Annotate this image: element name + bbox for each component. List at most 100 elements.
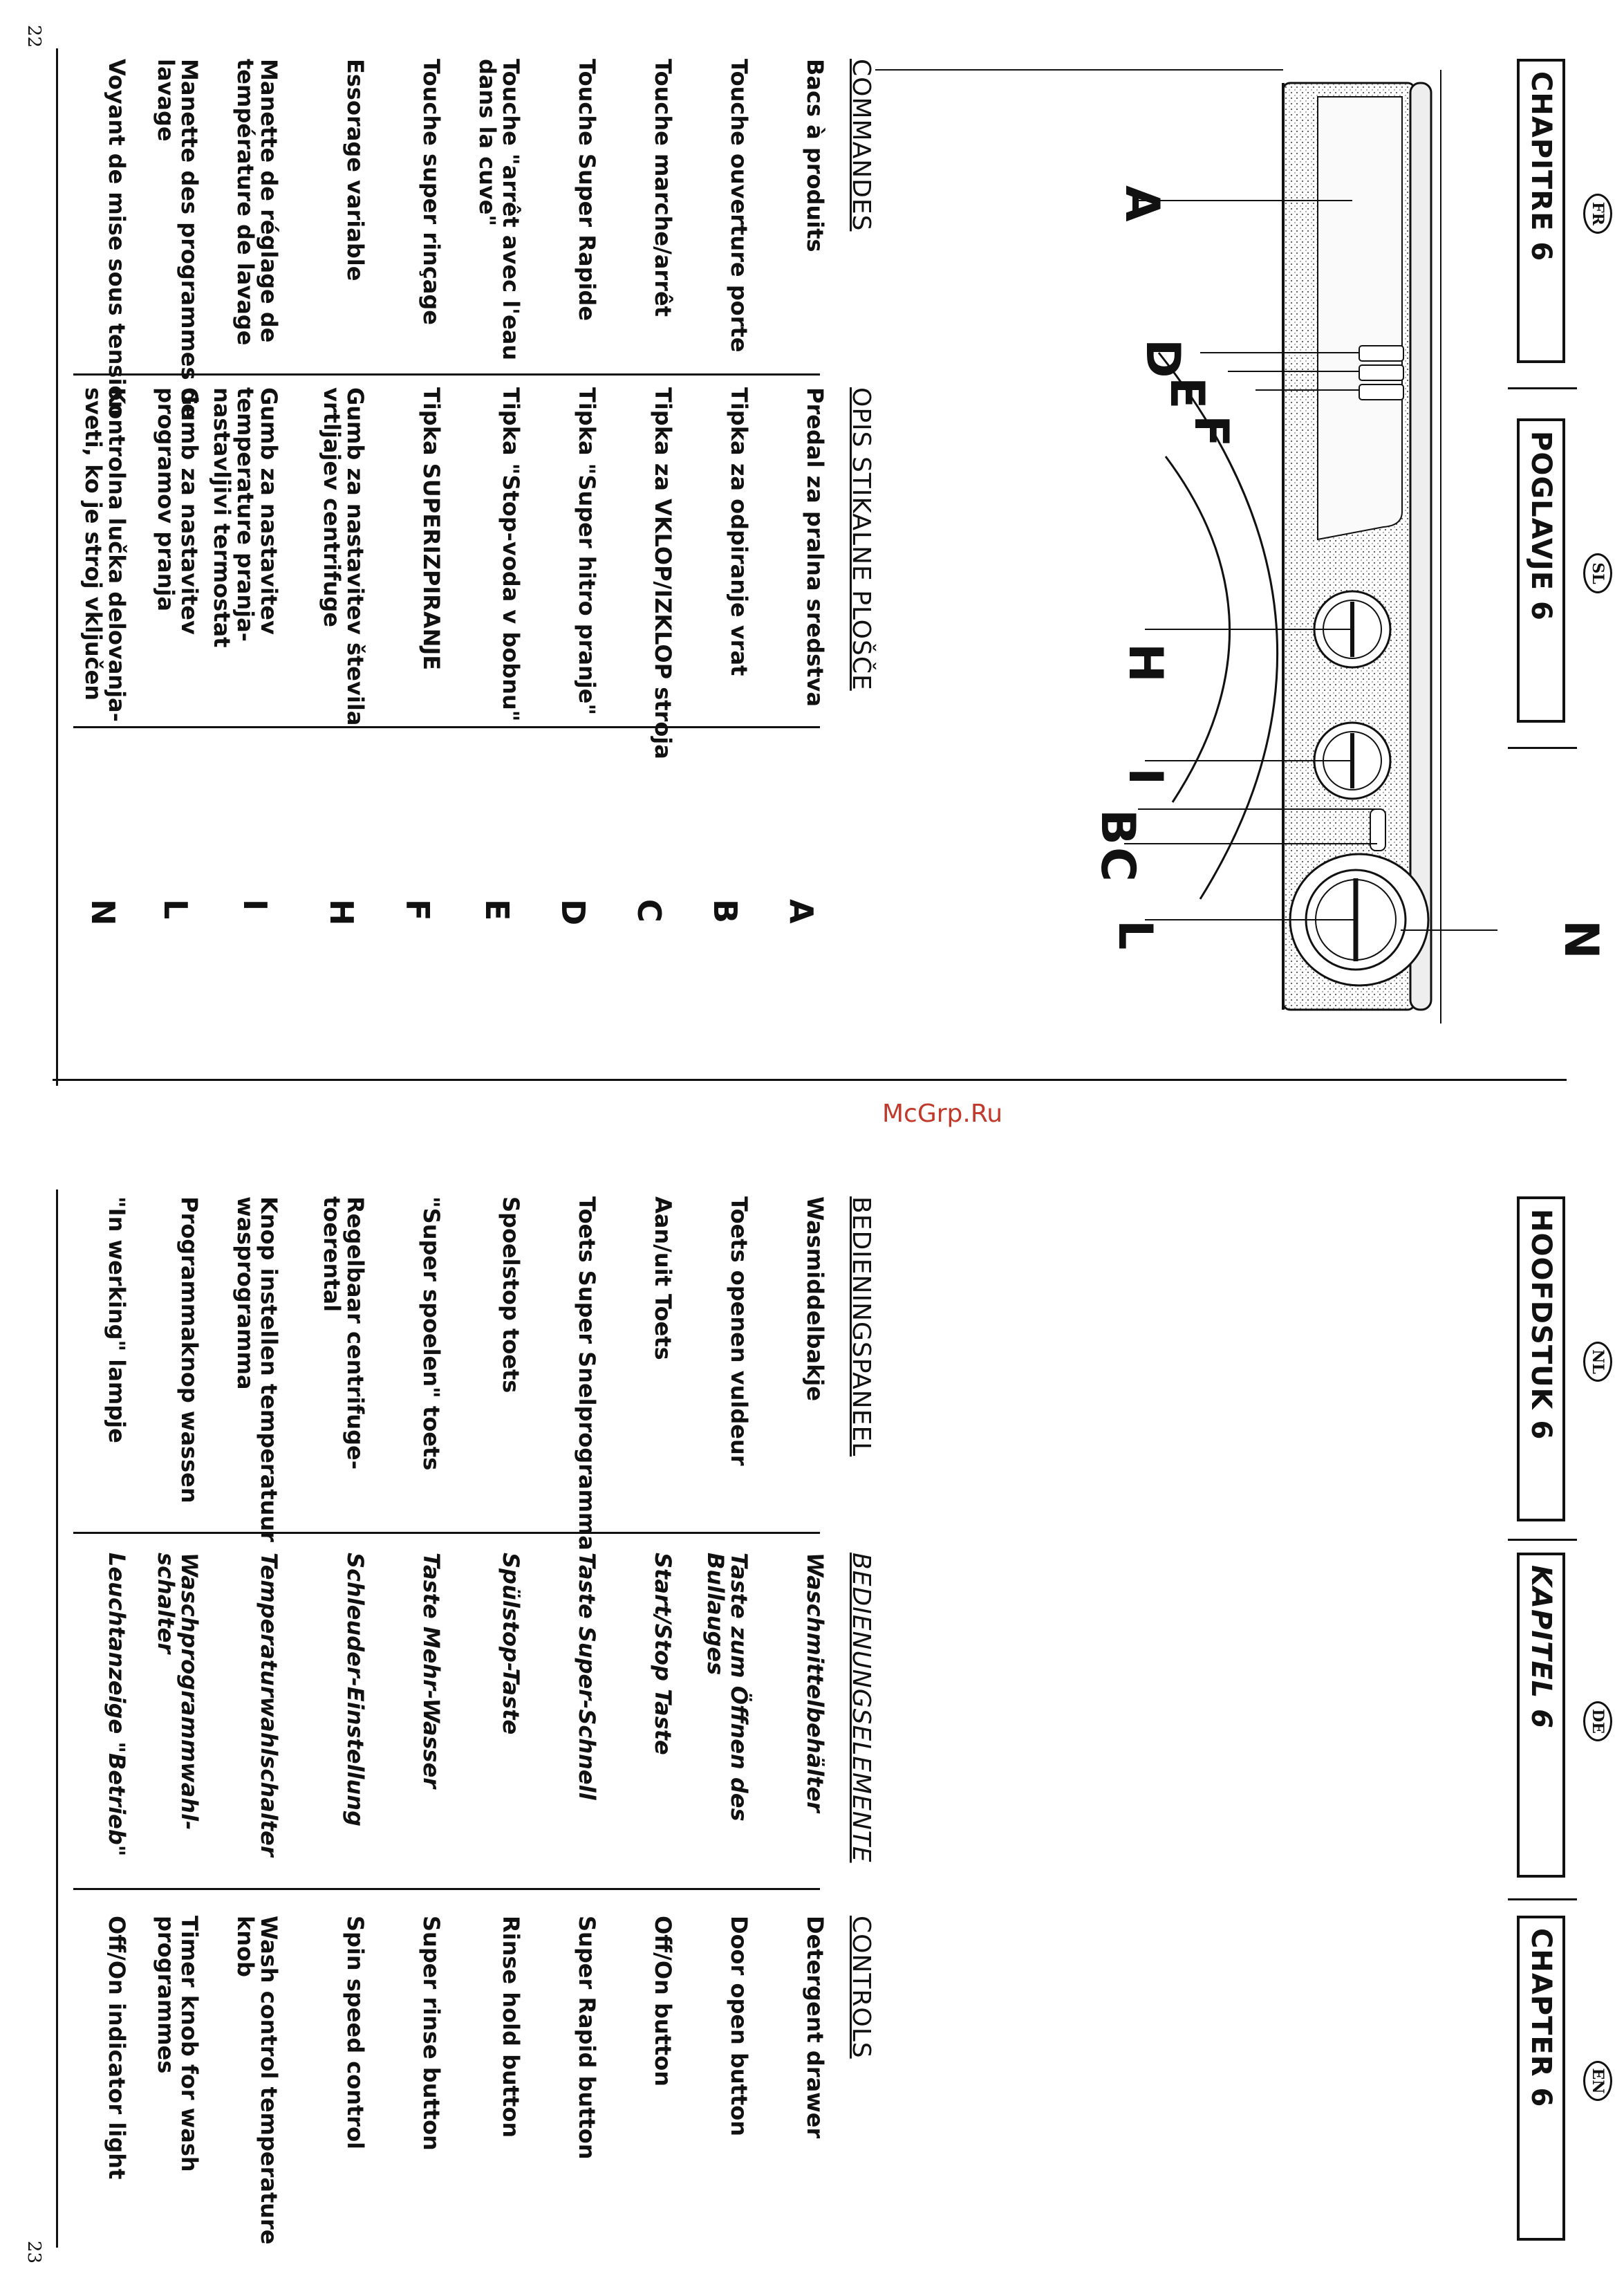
heading-de: BEDIENUNGSELEMENTE <box>847 1553 875 1863</box>
page-number-left: 22 <box>24 25 44 48</box>
col-sep-de-en <box>73 1888 820 1890</box>
callout-h: H <box>1118 643 1173 683</box>
fr-item-d: Touche Super Rapide <box>574 59 600 322</box>
chapter-sep-fr-sl <box>1508 387 1577 389</box>
legend-letter-i: I <box>236 899 274 911</box>
bottom-rule-left <box>56 48 58 1086</box>
callout-a: A <box>1114 185 1169 222</box>
panel-top-edge <box>1409 82 1432 1011</box>
sl-item-b: Tipka za odpiranje vrat <box>726 387 752 676</box>
button-d <box>1359 345 1404 362</box>
nl-item-h: Regelbaar centrifuge-toerental <box>319 1196 368 1470</box>
nl-item-a: Wasmiddelbakje <box>802 1196 828 1402</box>
legend-letter-n: N <box>84 899 122 926</box>
callout-i: I <box>1118 768 1173 786</box>
de-item-d: Taste Super-Schnell <box>574 1553 600 1800</box>
nl-item-d: Toets Super Snelprogramma <box>574 1196 600 1550</box>
button-e <box>1359 364 1404 381</box>
callout-b: B <box>1090 809 1145 845</box>
col-sep-sl-letters <box>73 726 820 728</box>
legend-letter-e: E <box>478 899 516 921</box>
en-item-e: Rinse hold button <box>498 1916 524 2138</box>
en-item-f: Super rinse button <box>418 1916 445 2151</box>
de-item-e: Spülstop-Taste <box>498 1553 524 1735</box>
sl-item-a: Predal za pralna sredstva <box>802 387 828 707</box>
en-item-b: Door open button <box>726 1916 752 2137</box>
chapter-box-en: CHAPTER 6 <box>1517 1916 1565 2241</box>
col-sep-fr-sl <box>73 373 820 376</box>
lang-badge-de: DE <box>1583 1701 1612 1741</box>
legend-letter-a: A <box>783 899 820 924</box>
fr-item-n: Voyant de mise sous tension <box>104 59 130 417</box>
lang-badge-nl: NL <box>1583 1342 1612 1382</box>
chapter-box-de: KAPITEL 6 <box>1517 1553 1565 1878</box>
sl-item-f: Tipka SUPERIZPIRANJE <box>418 387 445 671</box>
button-b-c <box>1370 808 1386 851</box>
chapter-sep-de-en <box>1508 1898 1577 1900</box>
nl-item-l: Programmaknop wassen <box>176 1196 203 1503</box>
fr-item-c: Touche marche/arrêt <box>650 59 676 317</box>
chapter-sep-nl-de <box>1508 1539 1577 1541</box>
detergent-drawer <box>1317 96 1403 541</box>
chapter-box-sl: POGLAVJE 6 <box>1517 418 1565 723</box>
callout-f: F <box>1184 415 1238 447</box>
sl-item-e: Tipka "Stop-voda v bobnu" <box>498 387 524 722</box>
en-item-a: Detergent drawer <box>802 1916 828 2139</box>
callout-l: L <box>1108 920 1162 950</box>
callout-c: C <box>1090 847 1145 882</box>
chapter-box-nl: HOOFDSTUK 6 <box>1517 1196 1565 1521</box>
legend-letter-h: H <box>323 899 360 926</box>
en-item-n: Off/On indicator light <box>104 1916 130 2180</box>
callout-e: E <box>1159 377 1214 409</box>
nl-item-f: "Super spoelen" toets <box>418 1196 445 1471</box>
nl-item-b: Toets openen vuldeur <box>726 1196 752 1466</box>
door-arc-outer <box>1157 352 1279 900</box>
callout-n: N <box>1553 920 1608 959</box>
chapter-sep-sl-right <box>1508 747 1577 749</box>
legend-letter-b: B <box>707 899 744 924</box>
de-item-a: Waschmittelbehälter <box>802 1553 828 1813</box>
de-item-h: Schleuder-Einstellung <box>342 1553 368 1826</box>
bottom-rule-right <box>56 1189 58 2248</box>
heading-sl: OPIS STIKALNE PLOŠČE <box>847 387 875 691</box>
en-item-d: Super Rapid button <box>574 1916 600 2160</box>
de-item-c: Start/Stop Taste <box>650 1553 676 1755</box>
de-item-l: Waschprogrammwahl-schalter <box>153 1553 203 1831</box>
door-arc-inner <box>1164 456 1231 803</box>
legend-letter-l: L <box>157 899 194 920</box>
nl-item-n: "In werking" lampje <box>104 1196 130 1443</box>
en-item-c: Off/On button <box>650 1916 676 2086</box>
sl-item-d: Tipka "Super hitro pranje" <box>574 387 600 716</box>
lang-badge-sl: SL <box>1583 553 1612 593</box>
page-number-right: 23 <box>24 2241 44 2264</box>
sl-item-c: Tipka za VKLOP/IZKLOP stroja <box>650 387 676 759</box>
col-sep-nl-de <box>73 1532 820 1534</box>
sl-item-n: Kontrolna lučka delovanja-sveti, ko je s… <box>80 387 130 722</box>
de-item-i: Temperaturwahlschalter <box>256 1553 282 1857</box>
center-divider <box>53 1079 1567 1081</box>
legend-letter-c: C <box>631 899 668 923</box>
fr-item-b: Touche ouverture porte <box>726 59 752 353</box>
list-en: Detergent drawer Door open button Off/On b… <box>66 1916 828 2255</box>
callout-d: D <box>1135 339 1190 378</box>
watermark: McGrp.Ru <box>882 1100 1003 1128</box>
nl-item-e: Spoelstop toets <box>498 1196 524 1394</box>
chapter-box-fr: CHAPITRE 6 <box>1517 59 1565 363</box>
de-item-n: Leuchtanzeige "Betrieb" <box>104 1553 130 1857</box>
list-sl: Predal za pralna sredstva Tipka za odpira… <box>66 387 828 759</box>
heading-fr: COMMANDES <box>847 59 875 232</box>
